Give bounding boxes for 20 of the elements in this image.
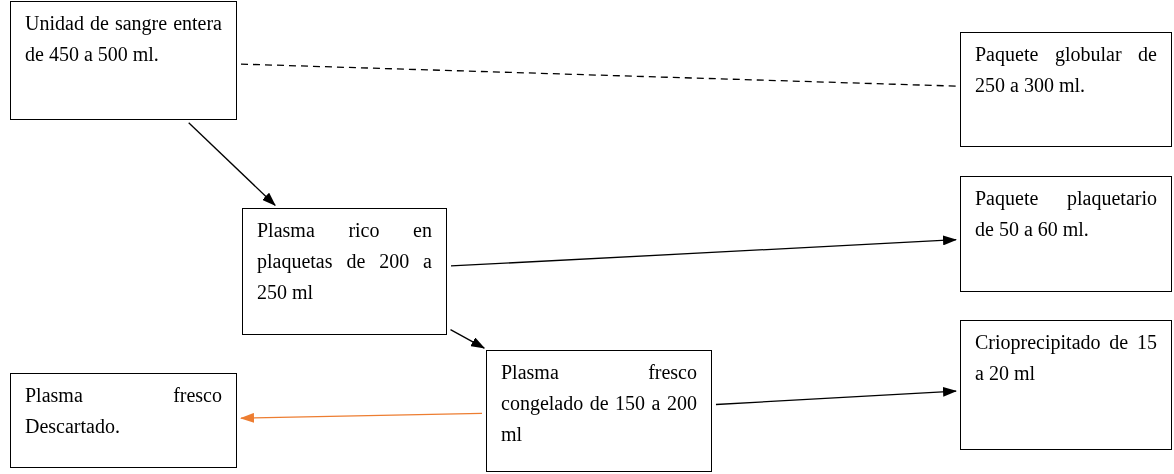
process-box bbox=[10, 1, 237, 120]
box-text: Unidad de sangre entera de 450 a 500 ml. bbox=[25, 11, 222, 67]
arrow bbox=[240, 412, 483, 423]
box-text: Plasma fresco Descartado. bbox=[25, 383, 222, 439]
process-box bbox=[486, 350, 712, 472]
process-box bbox=[960, 320, 1172, 450]
process-box bbox=[960, 176, 1172, 292]
box-text: Paquete globular de 250 a 300 ml. bbox=[975, 42, 1157, 98]
process-box bbox=[10, 373, 237, 468]
process-box bbox=[960, 32, 1172, 147]
arrow bbox=[449, 328, 486, 349]
box-text: Paquete plaquetario de 50 a 60 ml. bbox=[975, 186, 1157, 242]
box-text: Plasma fresco congelado de 150 a 200 ml bbox=[501, 360, 697, 447]
connector-line bbox=[240, 63, 957, 87]
arrow bbox=[450, 235, 957, 267]
arrow bbox=[715, 386, 957, 406]
box-text: Plasma rico en plaquetas de 200 a 250 ml bbox=[257, 218, 432, 305]
box-text: Crioprecipitado de 15 a 20 ml bbox=[975, 330, 1157, 386]
process-box bbox=[242, 208, 447, 335]
arrow bbox=[188, 122, 276, 206]
